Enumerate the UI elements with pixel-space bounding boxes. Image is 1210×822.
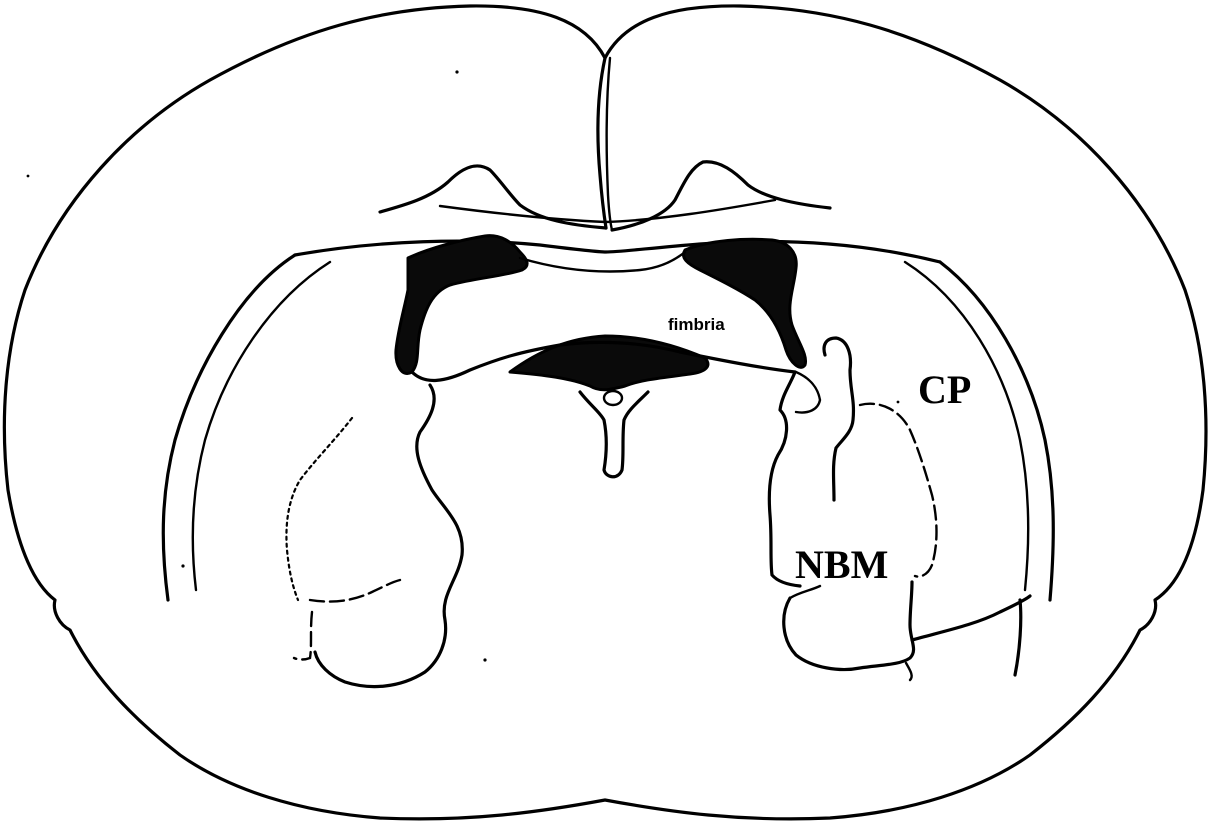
- external-capsule-left-inner: [193, 262, 330, 590]
- stray-dot: [483, 658, 486, 661]
- midline-fissure-right: [607, 58, 612, 230]
- external-capsule-right-inner: [905, 262, 1028, 590]
- external-capsule-right-outer: [940, 262, 1053, 600]
- right-nbm-tail: [790, 586, 820, 598]
- label-cp: CP: [918, 367, 971, 412]
- third-ventricle: [510, 336, 708, 390]
- label-fimbria: fimbria: [668, 315, 725, 334]
- left-dashed-lower: [310, 580, 400, 602]
- stray-dot: [897, 401, 900, 404]
- right-nbm-hook: [906, 663, 912, 680]
- midline-fissure: [598, 58, 606, 228]
- stray-dot: [455, 70, 458, 73]
- label-nbm: NBM: [795, 542, 888, 587]
- right-fimbria-edge: [796, 372, 820, 413]
- right-outer-boundary-line: [912, 596, 1030, 640]
- right-internal-capsule-stripe: [824, 338, 853, 500]
- corpus-callosum-upper: [295, 241, 940, 262]
- ventricle-arch-lower: [520, 252, 685, 272]
- right-lateral-ventricle: [683, 239, 805, 367]
- left-dashed-tail: [294, 612, 312, 660]
- cingulum-arch-left: [380, 166, 606, 228]
- stray-dot: [181, 564, 184, 567]
- external-capsule-left-outer: [163, 255, 295, 600]
- left-lateral-ventricle: [396, 236, 527, 374]
- stray-dot: [27, 175, 30, 178]
- right-nbm-lower-lobe: [784, 582, 914, 669]
- right-lower-bracket: [1015, 600, 1021, 675]
- third-ventricle-lumen: [604, 391, 622, 405]
- left-thalamic-boundary: [315, 385, 462, 687]
- left-internal-capsule-dotted: [286, 418, 352, 600]
